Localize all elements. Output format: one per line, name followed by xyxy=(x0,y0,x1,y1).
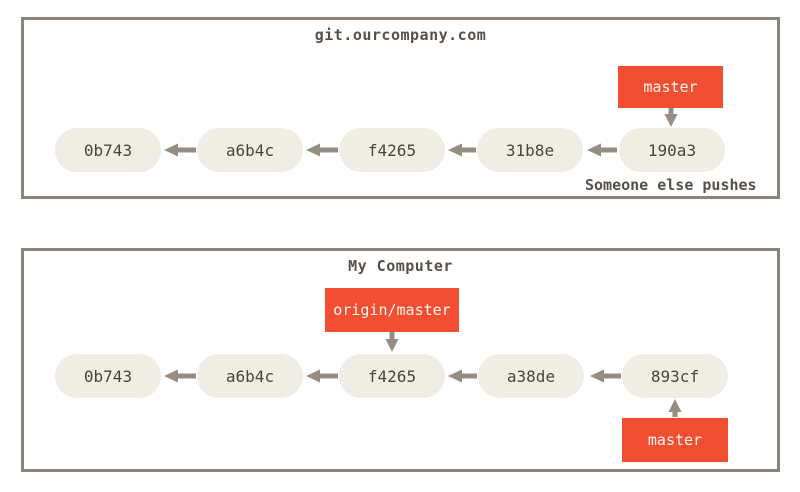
remote-master-branch-label: master xyxy=(618,66,723,108)
remote-commit-190a3: 190a3 xyxy=(619,128,725,172)
remote-repo-box: git.ourcompany.com xyxy=(21,17,780,199)
remote-repo-title: git.ourcompany.com xyxy=(314,26,487,44)
local-commit-f4265: f4265 xyxy=(339,354,445,398)
remote-commit-f4265: f4265 xyxy=(339,128,445,172)
local-commit-893cf: 893cf xyxy=(622,354,728,398)
local-commit-a6b4c: a6b4c xyxy=(197,354,303,398)
local-repo-title: My Computer xyxy=(348,257,453,275)
remote-commit-31b8e: 31b8e xyxy=(477,128,583,172)
origin-master-branch-label: origin/master xyxy=(325,288,459,332)
local-commit-0b743: 0b743 xyxy=(55,354,161,398)
remote-commit-a6b4c: a6b4c xyxy=(197,128,303,172)
local-master-branch-label: master xyxy=(622,418,728,462)
someone-else-pushes-caption: Someone else pushes xyxy=(585,176,757,194)
remote-commit-0b743: 0b743 xyxy=(55,128,161,172)
local-commit-a38de: a38de xyxy=(478,354,584,398)
local-repo-box: My Computer xyxy=(21,248,780,472)
